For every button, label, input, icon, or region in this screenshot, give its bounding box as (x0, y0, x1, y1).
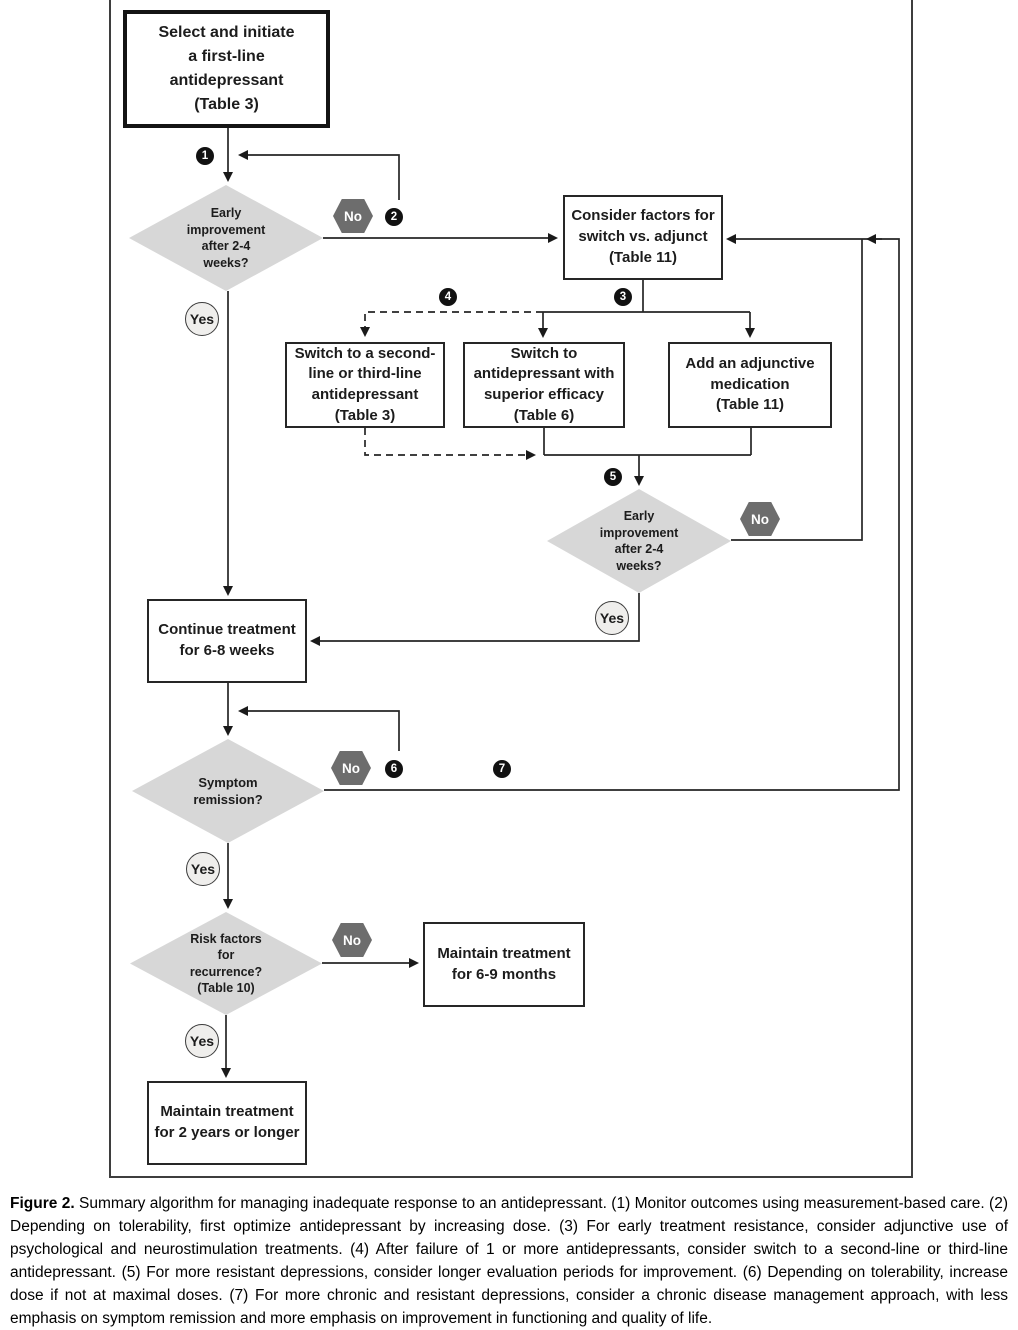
yes-label-early1-text: Yes (189, 311, 215, 327)
loop-early2-no-up (731, 239, 863, 541)
node-maintain-2-years-label: Maintain treatment for 2 years or longer (154, 1103, 300, 1141)
no-label-remission: No (331, 751, 371, 785)
flowchart-border (109, 0, 913, 1178)
no-label-risk: No (332, 923, 372, 957)
figure-caption-label: Figure 2. (10, 1195, 75, 1212)
step-badge-5-text: 5 (609, 471, 617, 483)
node-switch-superior-efficacy-label: Switch to antidepressant with superior e… (473, 344, 615, 424)
yes-label-remission-text: Yes (190, 861, 216, 877)
node-switch-second-third-line: Switch to a second- line or third-line a… (285, 342, 445, 428)
no-label-risk-text: No (343, 932, 361, 948)
flowchart: Select and initiate a first-line antidep… (109, 0, 913, 1178)
figure-caption-text: Summary algorithm for managing inadequat… (10, 1195, 1008, 1327)
decision-risk-factors-label: Risk factors for recurrence? (Table 10) (189, 931, 263, 996)
no-label-early1-text: No (344, 208, 362, 224)
yes-label-early1: Yes (185, 302, 219, 336)
step-badge-7: 7 (493, 760, 511, 778)
node-continue-treatment: Continue treatment for 6-8 weeks (147, 599, 307, 683)
step-badge-3-text: 3 (619, 291, 627, 303)
node-start: Select and initiate a first-line antidep… (123, 10, 330, 128)
step-badge-2: 2 (385, 208, 403, 226)
step-badge-6-text: 6 (390, 763, 398, 775)
loop-6-line (238, 706, 400, 751)
node-switch-second-third-line-label: Switch to a second- line or third-line a… (294, 344, 436, 424)
line-early2-yes-to-continue (310, 593, 640, 646)
node-consider-factors-label: Consider factors for switch vs. adjunct … (571, 207, 715, 266)
merge-switch-adjunct (543, 428, 752, 456)
node-switch-superior-efficacy: Switch to antidepressant with superior e… (463, 342, 625, 428)
dashed-second-line-out (364, 428, 536, 460)
step-badge-5: 5 (604, 468, 622, 486)
loop-7-line (324, 234, 900, 791)
loop-2-line (238, 150, 400, 200)
decision-early-improvement-2-label: Early improvement after 2-4 weeks? (599, 509, 679, 573)
node-maintain-6-9-months: Maintain treatment for 6-9 months (423, 922, 585, 1007)
yes-label-remission: Yes (186, 852, 220, 886)
yes-label-risk: Yes (185, 1024, 219, 1058)
step-badge-4: 4 (439, 288, 457, 306)
node-add-adjunctive: Add an adjunctive medication (Table 11) (668, 342, 832, 428)
yes-label-risk-text: Yes (189, 1033, 215, 1049)
step-badge-1: 1 (196, 147, 214, 165)
node-continue-treatment-label: Continue treatment for 6-8 weeks (158, 621, 296, 659)
dashed-branch-to-second-line (360, 311, 543, 337)
node-maintain-2-years: Maintain treatment for 2 years or longer (147, 1081, 307, 1165)
branch-consider-down (543, 280, 750, 313)
step-badge-2-text: 2 (390, 211, 398, 223)
step-badge-3: 3 (614, 288, 632, 306)
step-badge-4-text: 4 (444, 291, 452, 303)
connector-layer (221, 128, 900, 1078)
node-maintain-6-9-months-label: Maintain treatment for 6-9 months (437, 944, 571, 983)
decision-symptom-remission-label: Symptom remission? (193, 774, 263, 807)
no-label-early2-text: No (751, 511, 769, 527)
yes-label-early2: Yes (595, 601, 629, 635)
step-badge-6: 6 (385, 760, 403, 778)
step-badge-1-text: 1 (201, 150, 209, 162)
node-start-label: Select and initiate a first-line antidep… (158, 24, 295, 113)
figure-caption: Figure 2. Summary algorithm for managing… (10, 1192, 1008, 1330)
no-label-early2: No (740, 502, 780, 536)
node-consider-factors: Consider factors for switch vs. adjunct … (563, 195, 723, 280)
decision-early-improvement-1-label: Early improvement after 2-4 weeks? (186, 206, 266, 270)
node-add-adjunctive-label: Add an adjunctive medication (Table 11) (685, 354, 815, 414)
no-label-early1: No (333, 199, 373, 233)
no-label-remission-text: No (342, 760, 360, 776)
step-badge-7-text: 7 (498, 763, 506, 775)
yes-label-early2-text: Yes (599, 610, 625, 626)
